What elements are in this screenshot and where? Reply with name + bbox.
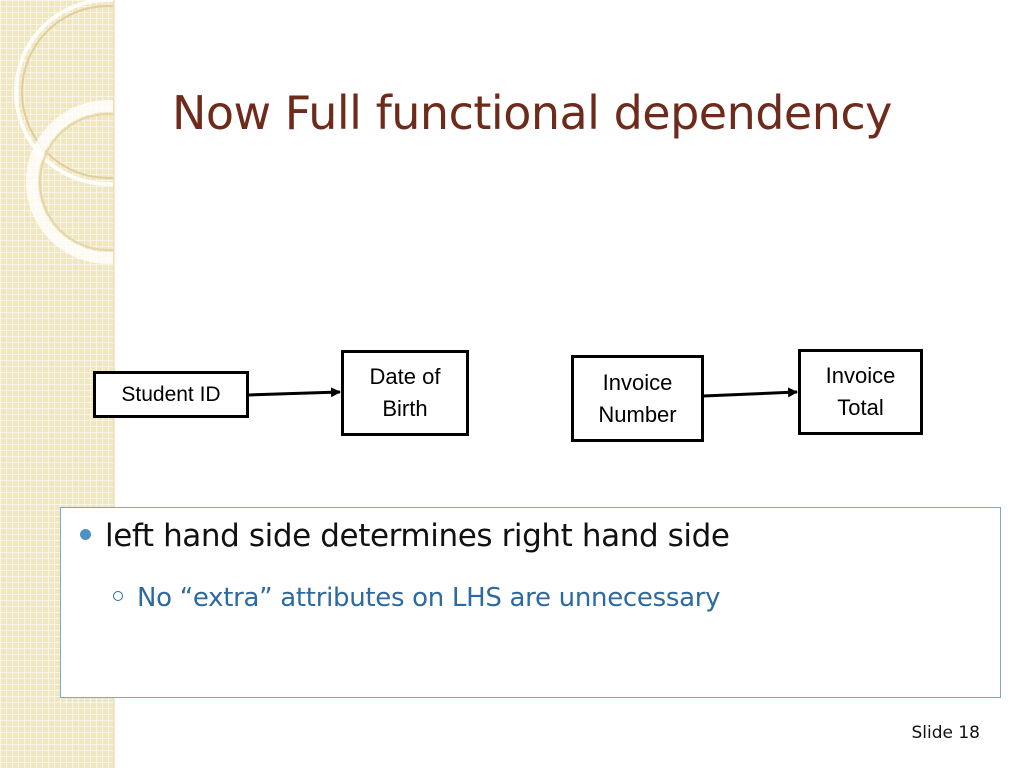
bullet-2-text: No “extra” attributes on LHS are unneces… bbox=[137, 583, 721, 613]
node-student-id: Student ID bbox=[93, 371, 249, 418]
node-date-of-birth: Date of Birth bbox=[341, 350, 469, 436]
slide-title: Now Full functional dependency bbox=[172, 86, 892, 140]
bullet-ring-icon bbox=[113, 590, 123, 601]
bullet-1-text: left hand side determines right hand sid… bbox=[105, 518, 730, 554]
decorative-rings-icon bbox=[14, 0, 113, 264]
slide-number: Slide 18 bbox=[911, 723, 980, 743]
bullet-level-1: left hand side determines right hand sid… bbox=[80, 518, 730, 554]
node-invoice-total: Invoice Total bbox=[798, 349, 923, 435]
content-placeholder bbox=[60, 507, 1001, 698]
slide-number-value: 18 bbox=[958, 723, 980, 743]
node-invoice-number: Invoice Number bbox=[571, 355, 704, 442]
arrow-student-to-dob bbox=[247, 387, 341, 398]
bullet-dot-icon bbox=[80, 529, 91, 540]
bullet-level-2: No “extra” attributes on LHS are unneces… bbox=[113, 583, 720, 613]
arrow-invoice-number-to-total bbox=[702, 387, 798, 398]
slide-label: Slide bbox=[911, 723, 953, 743]
